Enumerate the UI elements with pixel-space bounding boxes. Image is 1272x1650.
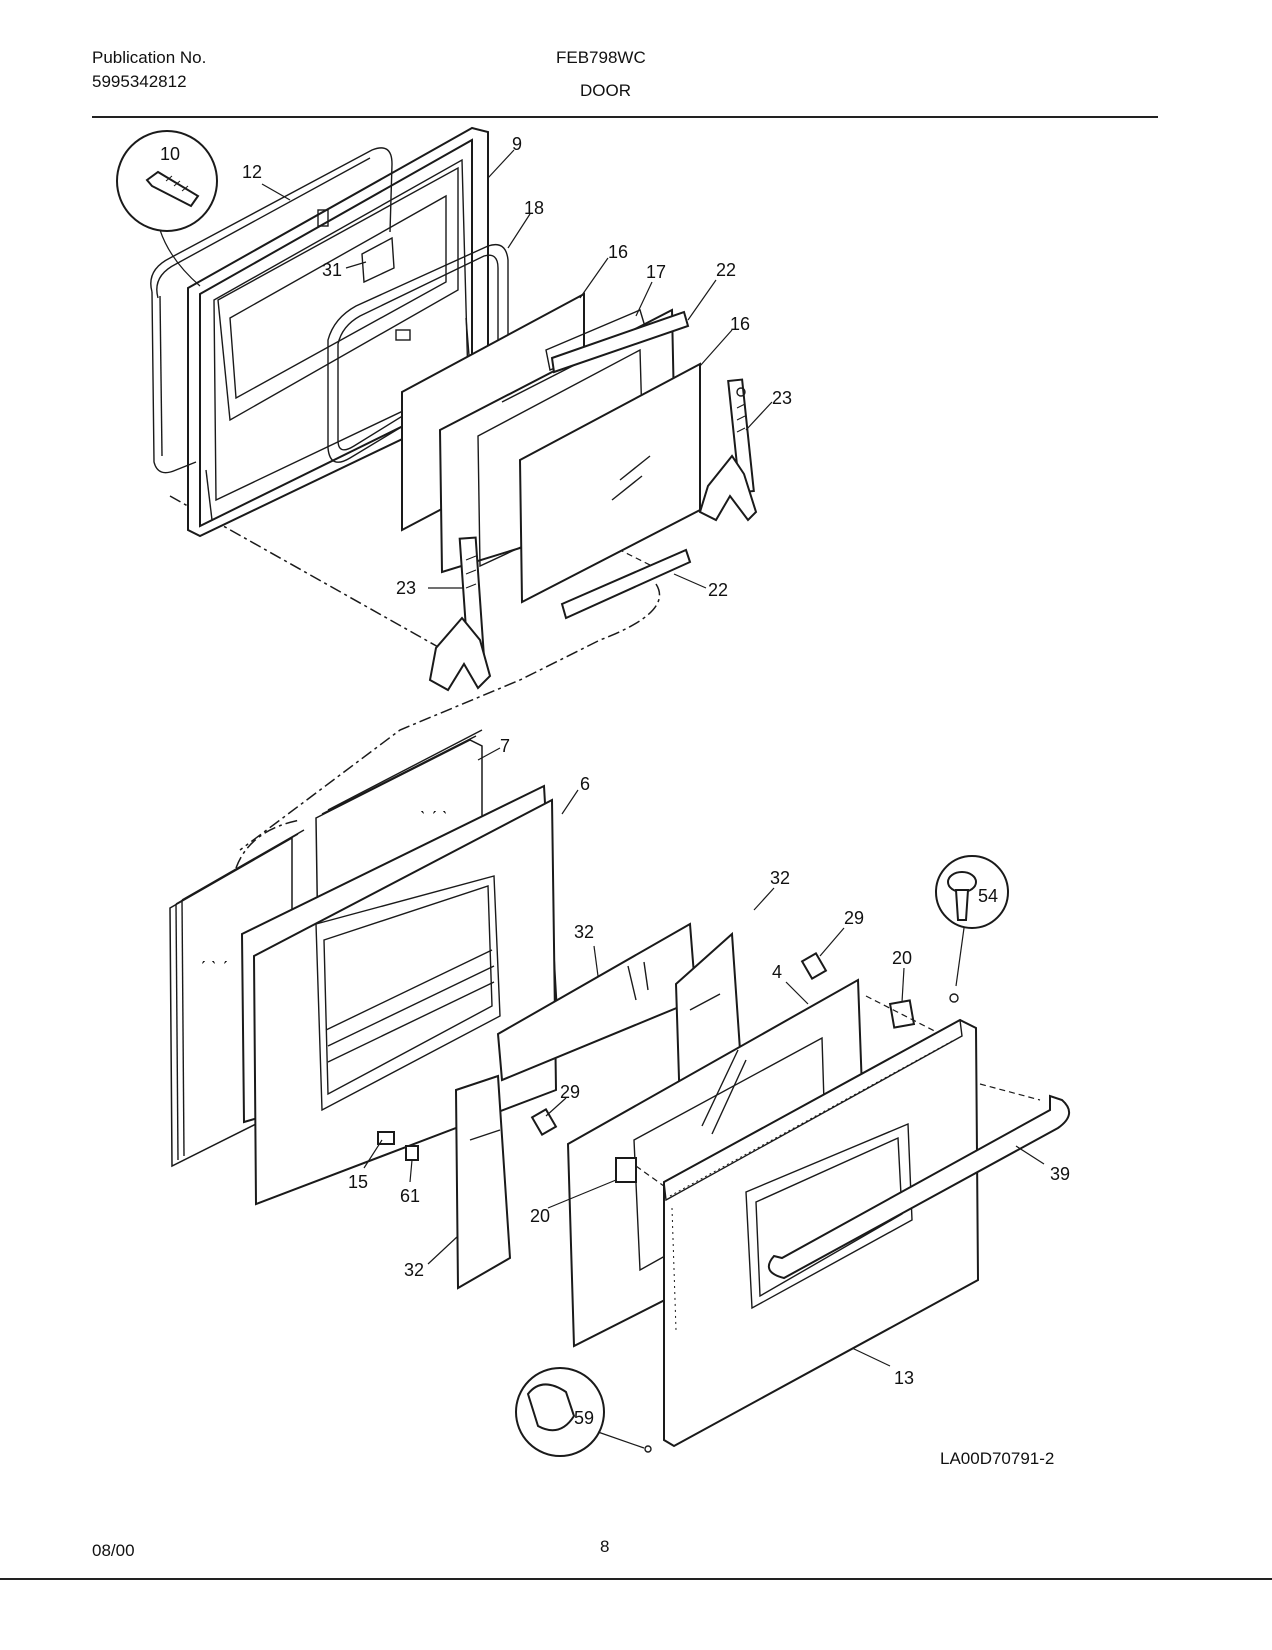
glass-reflection [643,961,649,991]
callout-32-upper: 32 [574,922,594,942]
callout-18: 18 [524,198,544,218]
callout-labels: 10 12 9 18 31 16 17 22 16 23 23 22 7 6 3… [160,134,1070,1428]
alignment-line [235,819,301,869]
callout-22-bottom: 22 [708,580,728,600]
callout-15: 15 [348,1172,368,1192]
glass-reflection [627,965,637,1001]
door-handle [767,1094,1070,1280]
retainer-plate-lower [615,1157,637,1183]
hinge-left [428,536,492,692]
callout-9: 9 [512,134,522,154]
hinge-right [698,378,758,522]
glass-channel-bottom [560,548,692,620]
callout-4: 4 [772,962,782,982]
spacer [405,1145,419,1161]
glass-reflection [611,475,643,501]
callout-16-rear: 16 [608,242,628,262]
model-number: FEB798WC [556,48,646,67]
callout-29-lower: 29 [560,1082,580,1102]
callout-54: 54 [978,886,998,906]
knob-59-detail-circle [515,1367,652,1457]
callout-59: 59 [574,1408,594,1428]
callout-61: 61 [400,1186,420,1206]
alignment-line [979,1083,1041,1101]
callout-22-top: 22 [716,260,736,280]
svg-text:ˎ ˏ ˎ: ˎ ˏ ˎ [420,794,448,814]
footer-rule [0,1578,1272,1580]
callout-7: 7 [500,736,510,756]
callout-23-left: 23 [396,578,416,598]
bracket [361,236,395,284]
leader-lines [261,149,1045,1367]
glass-reflection [469,1129,501,1141]
callout-13: 13 [894,1368,914,1388]
callout-20-upper: 20 [892,948,912,968]
alignment-line [239,583,661,851]
callout-6: 6 [580,774,590,794]
callout-29-upper: 29 [844,908,864,928]
glass-reflection [689,993,721,1011]
callout-32-lower: 32 [404,1260,424,1280]
callout-23-right: 23 [772,388,792,408]
header-rule [92,116,1158,118]
glass-lower [454,1074,512,1290]
glass-channel-top [550,310,690,374]
callout-20-lower: 20 [530,1206,550,1226]
glass-reflection [619,455,651,481]
door-gasket [150,147,393,474]
svg-text:ˏ ˎ ˏ: ˏ ˎ ˏ [200,944,228,964]
callout-10: 10 [160,144,180,164]
outer-door-panel [663,1018,980,1448]
screw-54-detail-circle [935,855,1009,1003]
callout-16-front: 16 [730,314,750,334]
alignment-line [865,995,961,1045]
spacer-29-upper [800,951,828,981]
spacer-29-lower [530,1107,558,1137]
page-number: 8 [600,1537,610,1556]
screw-detail-circle [116,130,218,287]
callout-31: 31 [322,260,342,280]
callout-39: 39 [1050,1164,1070,1184]
drawing-id: LA00D70791-2 [940,1449,1055,1468]
publication-label: Publication No. [92,48,207,67]
callout-32-top: 32 [770,868,790,888]
callout-17: 17 [646,262,666,282]
callout-12: 12 [242,162,262,182]
publication-number: 5995342812 [92,72,187,91]
section-title: DOOR [580,81,631,100]
footer-date: 08/00 [92,1541,135,1560]
